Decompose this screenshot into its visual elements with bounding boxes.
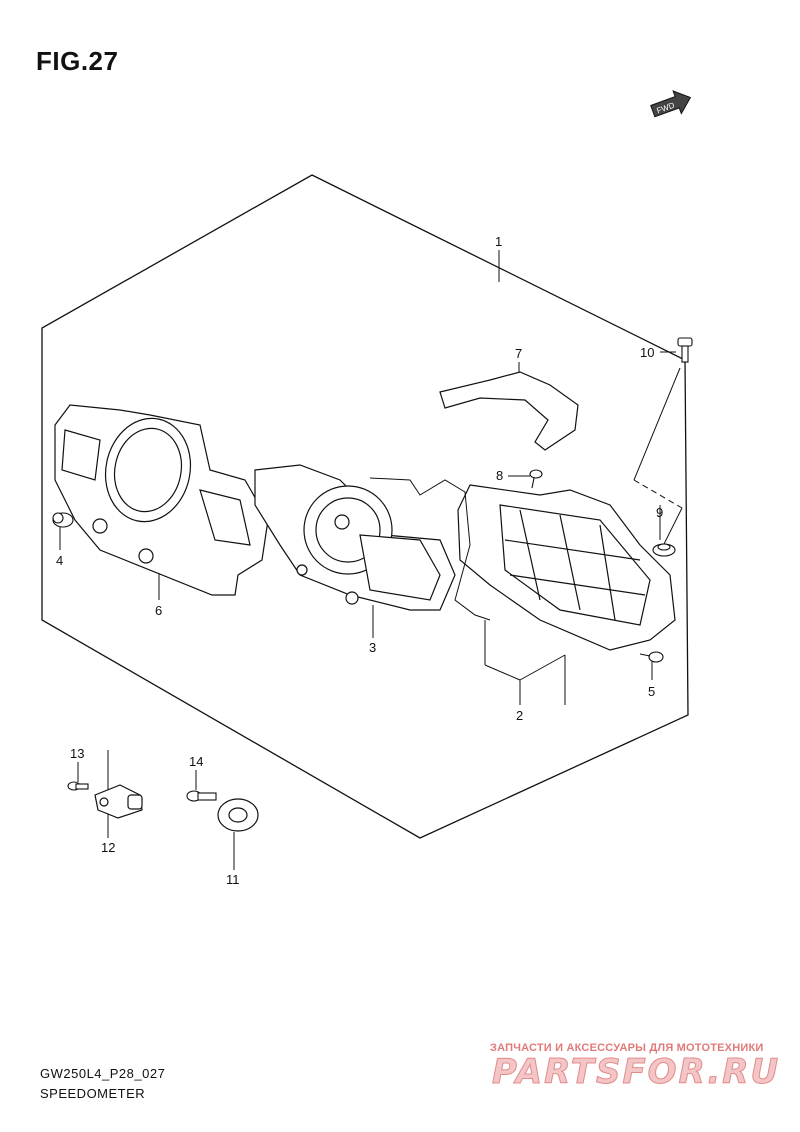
watermark-brand: PARTSFOR.RU (491, 1052, 781, 1093)
meter-case (54, 404, 277, 596)
callout-10: 10 (640, 345, 654, 360)
figure-title: FIG.27 (36, 46, 119, 76)
diagram-code: GW250L4_P28_027 (40, 1066, 166, 1081)
callout-9: 9 (656, 505, 663, 520)
rear-housing (457, 484, 676, 651)
callout-4: 4 (56, 553, 63, 568)
sensor-rotor-bolt (186, 790, 217, 802)
speed-sensor (94, 784, 143, 819)
screw-housing (639, 651, 664, 663)
sensor-rotor (217, 798, 259, 832)
fwd-arrow-icon: FWD (650, 90, 692, 118)
visor (439, 371, 579, 451)
cushion (652, 543, 676, 557)
callout-6: 6 (155, 603, 162, 618)
callout-8: 8 (496, 468, 503, 483)
wiring-harness (369, 477, 491, 621)
screw-small (529, 469, 543, 489)
callout-14: 14 (189, 754, 203, 769)
callout-11: 11 (226, 872, 240, 887)
callout-5: 5 (648, 684, 655, 699)
callout-3: 3 (369, 640, 376, 655)
sensor-bolt (67, 781, 89, 791)
callout-7: 7 (515, 346, 522, 361)
meter-unit (254, 464, 456, 611)
callout-2: 2 (516, 708, 523, 723)
callout-1: 1 (495, 234, 502, 249)
grommet (52, 512, 74, 528)
bolt-top (677, 337, 693, 363)
watermark-tagline: ЗАПЧАСТИ И АКСЕССУАРЫ ДЛЯ МОТОТЕХНИКИ (490, 1042, 764, 1054)
callout-13: 13 (70, 746, 84, 761)
callout-12: 12 (101, 840, 115, 855)
diagram-name: SPEEDOMETER (40, 1086, 146, 1101)
